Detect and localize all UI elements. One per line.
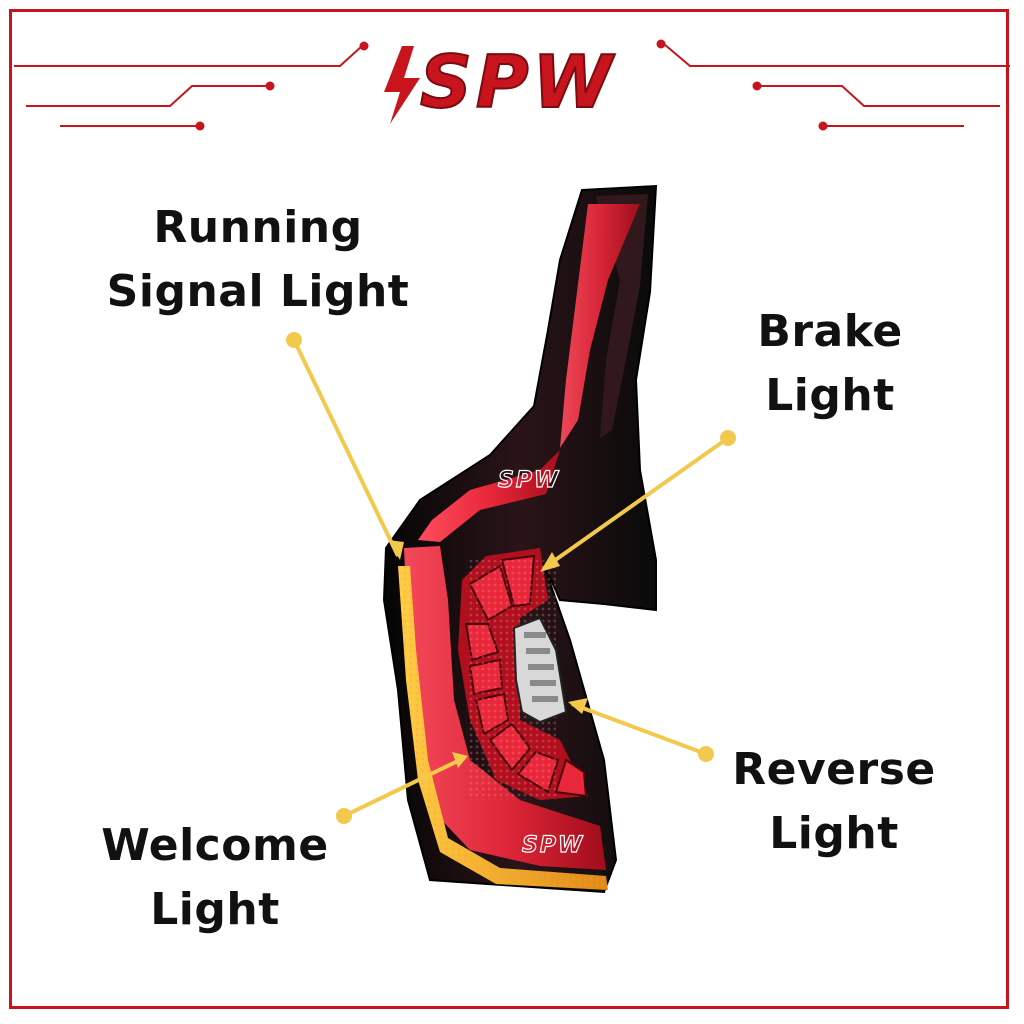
running-signal-light-bar xyxy=(404,204,640,870)
welcome-light-label: Welcome Light xyxy=(80,814,350,942)
brake-label-line1: Brake xyxy=(757,306,903,357)
callout-line-brake xyxy=(540,430,736,572)
running-label-line1: Running xyxy=(153,202,363,253)
reverse-light-module xyxy=(512,616,568,724)
callout-line-running xyxy=(286,332,404,560)
header-circuit-lines xyxy=(14,39,1010,131)
callout-line-welcome xyxy=(336,752,468,824)
brake-light-label: Brake Light xyxy=(720,300,940,428)
callout-line-reverse xyxy=(568,698,714,762)
brake-label-line2: Light xyxy=(765,370,895,421)
brand-logo-text: SPW xyxy=(419,40,617,124)
running-signal-light-label: Running Signal Light xyxy=(88,196,428,324)
running-label-line2: Signal Light xyxy=(106,266,410,317)
lightning-bolt-icon xyxy=(384,46,420,124)
reverse-light-label: Reverse Light xyxy=(714,738,954,866)
reverse-label-line1: Reverse xyxy=(732,744,936,795)
welcome-label-line1: Welcome xyxy=(101,820,329,871)
spw-watermark-upper: SPW xyxy=(498,468,560,493)
welcome-label-line2: Light xyxy=(150,884,280,935)
spw-watermark-lower: SPW xyxy=(522,833,584,858)
red-border-frame xyxy=(9,9,1009,1009)
reverse-label-line2: Light xyxy=(769,808,899,859)
